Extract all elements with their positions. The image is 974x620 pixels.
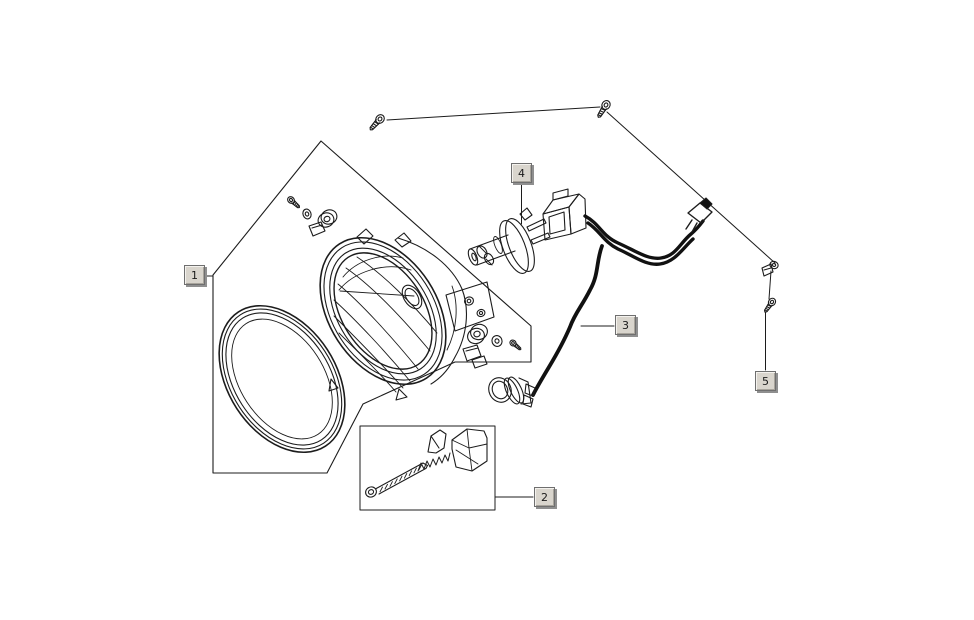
- part1-region-outline: [213, 141, 531, 473]
- headlight-bulb: [466, 208, 550, 277]
- adjuster-hardware-upper: [285, 194, 339, 236]
- callout-4-bulb[interactable]: 4: [511, 163, 532, 183]
- mount-bracket: [446, 282, 494, 331]
- callout-leader-lines: [205, 183, 766, 497]
- ring-tab: [395, 233, 411, 247]
- callout-3-wiring-harness[interactable]: 3: [615, 315, 636, 335]
- ring-foot: [329, 379, 338, 391]
- headlight-lens: [193, 282, 371, 475]
- adjuster-hardware-lower: [463, 322, 523, 368]
- mounting-kit-box: [360, 426, 495, 510]
- kit-bracket: [428, 429, 487, 471]
- side-mount-screws: [762, 260, 779, 315]
- bulb-prong: [531, 233, 550, 244]
- kit-screw: [364, 463, 428, 499]
- callout-5-screws[interactable]: 5: [755, 371, 776, 391]
- callout-1-headlight-assembly[interactable]: 1: [184, 265, 205, 285]
- ring-foot: [396, 389, 407, 400]
- reflector-unit: [294, 214, 495, 407]
- bulb-tab: [520, 208, 532, 220]
- kit-spring: [418, 453, 450, 471]
- bulb-connector: [543, 189, 586, 240]
- top-mount-screws: [366, 98, 775, 263]
- harness-end-connector: [686, 198, 712, 232]
- pilot-light-socket: [485, 374, 535, 407]
- callout-2-mounting-kit[interactable]: 2: [534, 487, 555, 507]
- wiring-harness: [533, 216, 703, 395]
- bulb-prong: [527, 219, 546, 231]
